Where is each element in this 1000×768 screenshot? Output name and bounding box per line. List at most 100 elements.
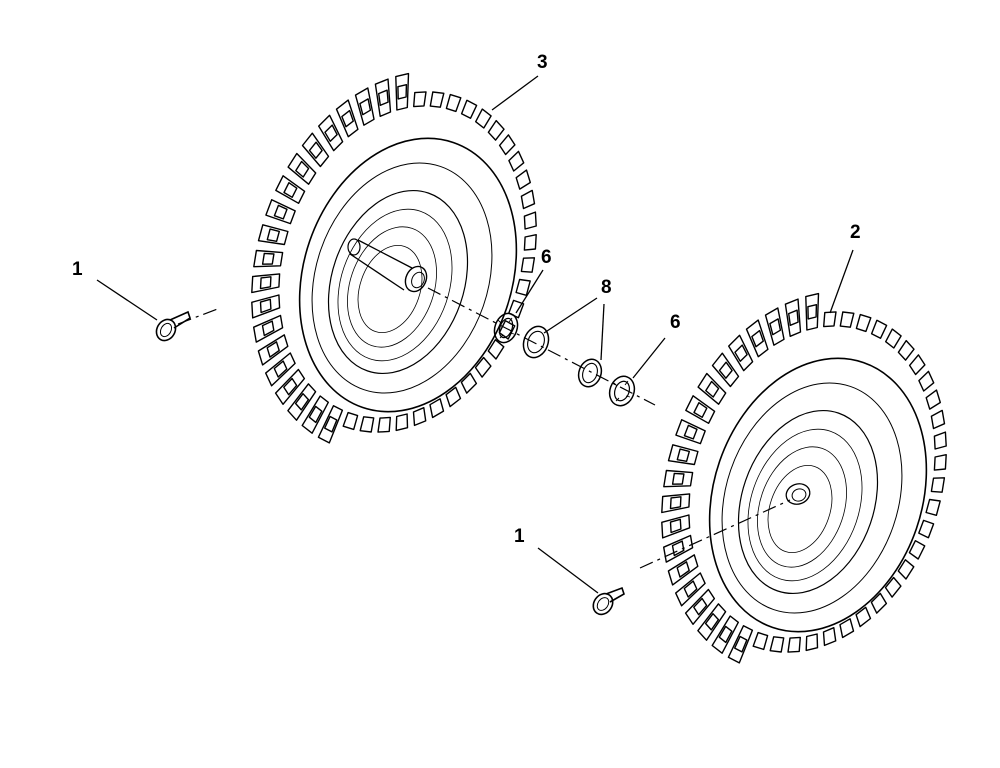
- wheel-right-tread-lug: [805, 633, 819, 652]
- wheel-right-tread-notch: [705, 380, 720, 398]
- wheel-right-rim: [737, 409, 879, 595]
- wheel-left-tread-lug: [445, 93, 462, 113]
- wheel-right-tread-lug: [870, 592, 888, 614]
- wheel-right-tread-lug: [823, 311, 837, 328]
- wheel-left-hub: [357, 244, 423, 334]
- wheel-left-tread-lug: [498, 134, 516, 156]
- wheel-right-tread-notch: [683, 580, 698, 598]
- wheel-right-rim-ring: [747, 428, 863, 582]
- wheel-left-tread-notch: [273, 360, 288, 378]
- wheel-left-axle: [347, 238, 428, 293]
- wheel-left-tire-tread: [251, 72, 537, 444]
- wheel-right-tread-lug: [839, 618, 855, 639]
- wheel-left-tread-notch: [259, 298, 272, 314]
- wheel-right-tread-notch: [704, 613, 720, 631]
- wheel-left-tread-notch: [308, 405, 323, 424]
- wheel-left-tread-lug: [429, 398, 445, 419]
- wheel-right-tread-lug: [908, 354, 926, 376]
- wheel-left-rim: [327, 189, 469, 375]
- wheel-left-tread-lug: [342, 411, 359, 431]
- callout-6-right: 6: [670, 312, 681, 333]
- wheel-left-tread-notch: [261, 320, 275, 337]
- wheel-left-rim-ring: [337, 208, 453, 362]
- wheel-right-tread-lug: [752, 631, 769, 651]
- wheel-right-tread-notch: [734, 635, 748, 653]
- washer-6-right: [608, 375, 636, 407]
- wheel-left-tread-lug: [377, 416, 391, 433]
- leader-1-top: [96, 279, 158, 321]
- wheel-right-tread-notch: [669, 496, 682, 510]
- wheel-left-tread-lug: [445, 386, 462, 408]
- wheel-right-tread-lug: [769, 636, 785, 653]
- wheel-left-tread-lug: [429, 91, 445, 108]
- wheel-left-sidewall: [298, 137, 518, 413]
- wheel-left-tread-lug: [498, 320, 516, 340]
- wheel-right-tread-notch: [734, 344, 748, 362]
- wheel-right-tread-lug: [930, 477, 946, 493]
- wheel-left-tread-notch: [266, 228, 280, 242]
- assembly-axis-lower: [639, 499, 791, 569]
- wheel-right-tread-notch: [788, 309, 799, 326]
- wheel-left-tread-notch: [259, 276, 272, 290]
- leader-8-to-left-spacer: [543, 297, 598, 334]
- wheel-right-tread-lug: [918, 519, 935, 539]
- wheel-right-tread-lug: [884, 576, 902, 598]
- clip-pin-right: [592, 586, 625, 616]
- wheel-right-tread-lug: [918, 370, 935, 392]
- assembly-axis-upper: [427, 287, 656, 406]
- wheel-left-tread-lug: [475, 108, 492, 129]
- wheel-left-tread-lug: [395, 413, 409, 432]
- wheel-right-tread-lug: [855, 606, 872, 628]
- wheel-left-tread-lug: [413, 91, 427, 108]
- wheel-right-tread-notch: [676, 561, 690, 578]
- wheel-right-tread-lug: [897, 559, 915, 580]
- wheel-left-tread-lug: [474, 356, 492, 378]
- wheel-left-tread-notch: [283, 377, 298, 396]
- clip-pin-left: [155, 310, 191, 342]
- wheel-left-tread-lug: [515, 169, 531, 190]
- wheel-right-tread-notch: [671, 472, 685, 485]
- wheel-right-tread-lug: [885, 328, 902, 349]
- washer-6-left: [493, 312, 519, 344]
- wheel-right-tread-lug: [870, 319, 888, 339]
- wheel-right-tread-notch: [676, 448, 690, 462]
- spacer-8-right: [577, 358, 603, 388]
- wheel-left-tread-lug: [359, 416, 375, 433]
- wheel-right-tread-notch: [718, 361, 733, 379]
- wheel-left-tread-notch: [359, 98, 372, 116]
- wheel-left-tread-lug: [508, 299, 525, 319]
- wheel-left-tread-notch: [378, 89, 389, 106]
- wheel-left-tread-lug: [523, 211, 537, 230]
- wheel-right-tread-lug: [933, 454, 947, 471]
- wheel-left-rim-ring: [347, 226, 437, 348]
- wheel-left-tread-notch: [324, 124, 338, 142]
- wheel-left-tread-lug: [520, 257, 536, 273]
- wheel-left-tread-notch: [295, 160, 310, 178]
- wheel-left-tread-lug: [508, 150, 525, 172]
- wheel-left: [251, 72, 537, 444]
- wheel-left-tread-lug: [520, 189, 536, 210]
- wheel-left-tread-notch: [308, 141, 323, 159]
- wheel-left-tread-notch: [341, 109, 354, 128]
- wheel-right-tread-lug: [925, 389, 941, 410]
- callout-3: 3: [537, 52, 548, 73]
- callout-6-left: 6: [541, 247, 552, 268]
- wheel-right-tread-notch: [669, 518, 682, 534]
- callout-8: 8: [601, 277, 612, 298]
- wheel-right-sidewall: [708, 357, 928, 633]
- wheel-right-tread-lug: [908, 540, 926, 560]
- wheel-right-tread-lug: [897, 339, 915, 361]
- wheel-right-tread-lug: [925, 498, 941, 516]
- wheel-left-tread-lug: [487, 119, 505, 141]
- wheel-left-tread-lug: [460, 99, 478, 119]
- wheel-left-tread-lug: [523, 234, 537, 251]
- wheel-right-tread-notch: [693, 402, 708, 418]
- wheel-right-tire-tread: [661, 292, 947, 664]
- wheel-left-tread-lug: [460, 372, 478, 394]
- wheel-right-tread-notch: [718, 625, 733, 644]
- wheel-left-tread-notch: [283, 182, 298, 198]
- wheel-left-tread-lug: [412, 407, 427, 427]
- wheel-left-tread-notch: [324, 415, 338, 433]
- wheel-left-tread-notch: [397, 84, 408, 100]
- wheel-right-tread-lug: [930, 409, 946, 430]
